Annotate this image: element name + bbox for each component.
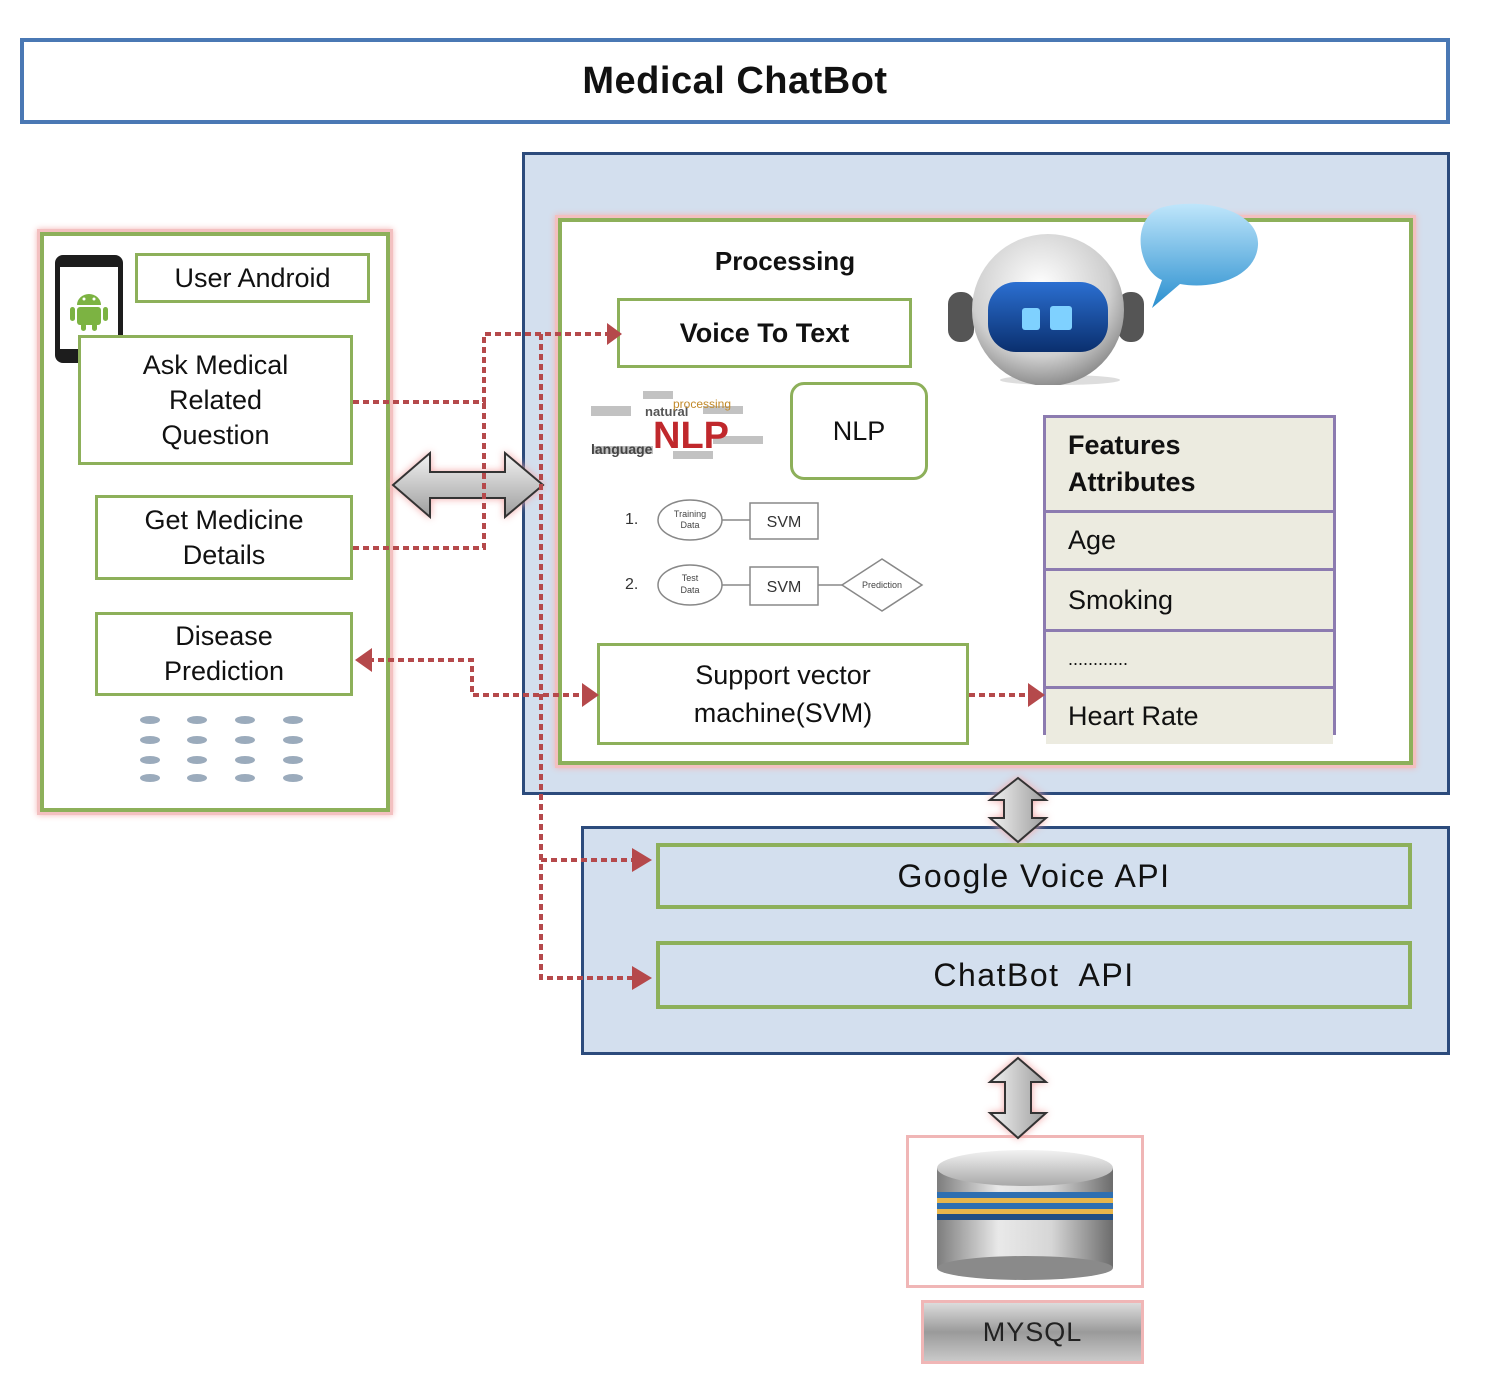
svm-line-2: machine(SVM): [693, 698, 873, 728]
feature-row-ellipsis-label: ............: [1068, 648, 1129, 669]
arrowhead-svm: [582, 683, 599, 707]
svm-step-2-number: 2.: [625, 576, 638, 593]
api-database-double-arrow: [987, 1056, 1049, 1140]
svm-box: Support vector machine(SVM): [597, 643, 969, 745]
arrowhead-google-voice: [632, 848, 652, 872]
svg-text:natural: natural: [645, 404, 688, 419]
features-table: Features Attributes Age Smoking ........…: [1043, 415, 1336, 744]
chatbot-robot-image: [940, 200, 1260, 386]
chatbot-api-label: ChatBot API: [933, 956, 1135, 993]
medicine-connector: [353, 402, 486, 550]
svm-step-1-input-line-1: Training: [674, 509, 706, 519]
feature-row-smoking-label: Smoking: [1068, 584, 1174, 615]
database-frame: [906, 1135, 1144, 1288]
svm-step-2-model: SVM: [767, 579, 802, 596]
processing-api-double-arrow: [987, 776, 1049, 844]
nlp-label: NLP: [832, 415, 886, 446]
features-header-line-1: Features: [1068, 430, 1181, 460]
feature-row-ellipsis: ............: [1046, 632, 1333, 689]
arrowhead-features: [1028, 683, 1045, 707]
feature-row-age-label: Age: [1068, 525, 1117, 555]
features-header-line-2: Attributes: [1068, 467, 1196, 497]
processing-heading-text: Processing: [714, 246, 856, 276]
disease-line-2: Prediction: [163, 656, 285, 686]
disease-line-1: Disease: [175, 621, 273, 651]
mysql-label: MYSQL: [982, 1316, 1083, 1347]
chatbot-api-box: ChatBot API: [656, 941, 1412, 1009]
title-box: Medical ChatBot: [20, 38, 1450, 124]
ask-question-line-1: Ask Medical: [142, 349, 289, 380]
arrowhead-voice: [607, 323, 622, 345]
feature-row-age: Age: [1046, 513, 1333, 571]
diagram-title: Medical ChatBot: [582, 59, 888, 102]
voice-to-api-connector: [539, 334, 645, 980]
database-cylinder-icon: [937, 1150, 1113, 1280]
mysql-label-box: MYSQL: [921, 1300, 1144, 1364]
svm-step-2-output: Prediction: [862, 580, 902, 590]
disease-icons-image: [125, 712, 325, 792]
feature-row-smoking: Smoking: [1046, 571, 1333, 632]
arrowhead-chatbot-api: [632, 966, 652, 990]
svm-step-2-input-line-2: Data: [680, 585, 699, 595]
svg-text:processing: processing: [673, 397, 731, 411]
medicine-details-box: Get Medicine Details: [95, 495, 353, 580]
feature-row-heart-rate: Heart Rate: [1046, 689, 1333, 744]
medicine-line-2: Details: [182, 539, 266, 570]
client-processing-double-arrow: [391, 450, 545, 520]
feature-row-heart-rate-label: Heart Rate: [1068, 701, 1199, 731]
svm-step-1-model: SVM: [767, 514, 802, 531]
svm-step-2-input-line-1: Test: [682, 573, 699, 583]
svm-flow-diagram: 1. Training Data SVM 2. Test Data SVM Pr…: [620, 495, 930, 620]
svm-line-1: Support vector: [695, 660, 871, 690]
google-voice-api-label: Google Voice API: [897, 857, 1171, 894]
disease-prediction-box: Disease Prediction: [95, 612, 353, 696]
ask-to-voice-connector: [353, 332, 607, 404]
user-android-box: User Android: [135, 253, 370, 303]
nlp-box: NLP: [790, 382, 928, 480]
svg-text:language: language: [591, 441, 653, 457]
arrowhead-disease: [355, 648, 372, 672]
user-android-label: User Android: [174, 262, 331, 293]
svm-step-1-input-line-2: Data: [680, 520, 699, 530]
ask-question-box: Ask Medical Related Question: [78, 335, 353, 465]
voice-to-text-label: Voice To Text: [679, 317, 850, 348]
nlp-word-cloud-image: natural processing language NLP: [583, 376, 778, 468]
processing-heading: Processing: [700, 246, 870, 282]
medicine-line-1: Get Medicine: [144, 504, 304, 535]
google-voice-api-box: Google Voice API: [656, 843, 1412, 909]
features-header: Features Attributes: [1046, 418, 1333, 513]
svm-step-1-number: 1.: [625, 511, 638, 528]
disease-svm-connector: [368, 658, 586, 697]
ask-question-line-3: Question: [161, 419, 270, 450]
ask-question-line-2: Related: [168, 384, 263, 415]
nlp-cloud-word: NLP: [653, 415, 729, 457]
voice-to-text-box: Voice To Text: [617, 298, 912, 368]
